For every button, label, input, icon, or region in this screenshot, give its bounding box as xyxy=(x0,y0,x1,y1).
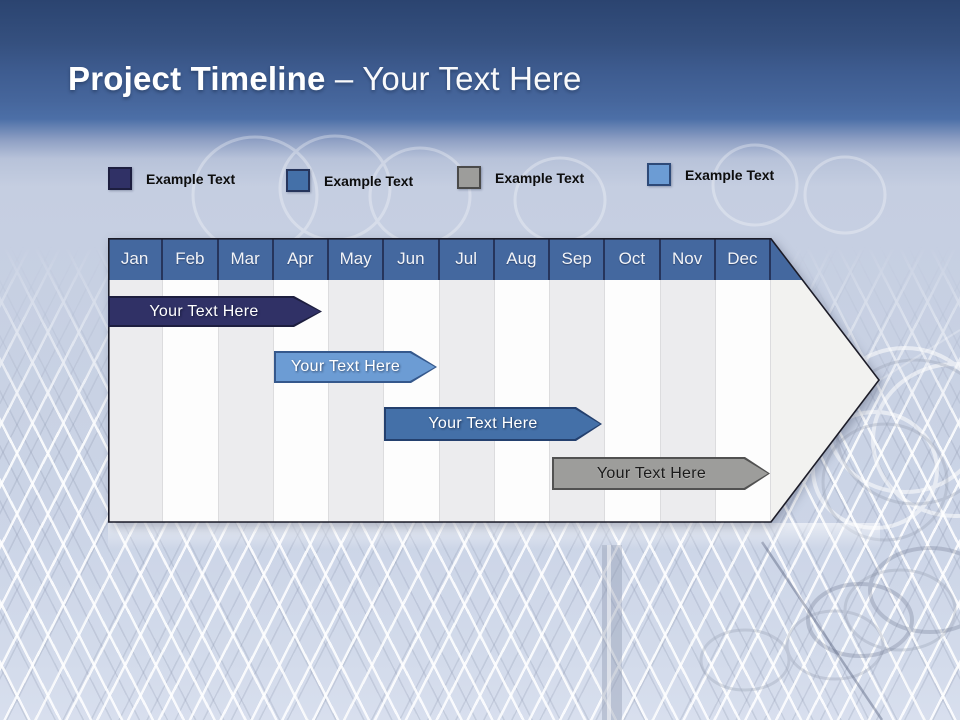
slide-title-placeholder: – Your Text Here xyxy=(334,60,582,97)
slide-title-main: Project Timeline xyxy=(68,60,326,97)
legend-label: Example Text xyxy=(685,166,775,183)
legend-item-2: Example Text xyxy=(286,169,413,192)
task-bar-label: Your Text Here xyxy=(596,464,707,482)
legend-swatch-icon xyxy=(647,163,671,186)
task-bar-fill: Your Text Here xyxy=(276,353,435,381)
legend-label: Example Text xyxy=(146,170,236,187)
legend-label: Example Text xyxy=(324,172,414,189)
month-cell-aug: Aug xyxy=(495,238,550,280)
legend-swatch-icon xyxy=(286,169,310,192)
task-bar-label: Your Text Here xyxy=(428,415,538,432)
month-cell-oct: Oct xyxy=(605,238,661,280)
task-bar-3[interactable]: Your Text Here xyxy=(384,407,602,441)
legend-item-1: Example Text xyxy=(108,167,235,190)
month-cell-nov: Nov xyxy=(661,238,716,280)
task-bar-label: Your Text Here xyxy=(290,358,401,375)
task-bar-fill: Your Text Here xyxy=(110,298,320,325)
month-cell-mar: Mar xyxy=(219,238,274,280)
table-reflection xyxy=(108,523,880,549)
arrow-outline xyxy=(108,238,881,523)
slide-title: Project Timeline – Your Text Here xyxy=(68,60,582,98)
month-cell-sep: Sep xyxy=(550,238,606,280)
legend-item-3: Example Text xyxy=(457,166,584,189)
legend-swatch-icon xyxy=(108,167,132,190)
task-bar-label: Your Text Here xyxy=(149,302,259,320)
month-column-aug xyxy=(494,280,550,522)
month-cell-jan: Jan xyxy=(108,238,164,280)
task-bar-1[interactable]: Your Text Here xyxy=(108,296,322,327)
month-cell-may: May xyxy=(329,238,385,280)
task-bar-fill: Your Text Here xyxy=(554,459,768,488)
month-column-jul xyxy=(439,280,495,522)
month-column-jun xyxy=(384,280,440,522)
legend-swatch-icon xyxy=(457,166,481,189)
task-bar-fill: Your Text Here xyxy=(386,409,600,439)
month-column-stripes xyxy=(108,280,771,522)
month-cell-jul: Jul xyxy=(440,238,495,280)
month-cell-jun: Jun xyxy=(384,238,440,280)
month-cell-dec: Dec xyxy=(716,238,771,280)
task-bar-4[interactable]: Your Text Here xyxy=(552,457,770,490)
legend-item-4: Example Text xyxy=(647,163,774,186)
month-cell-apr: Apr xyxy=(274,238,329,280)
month-column-may xyxy=(329,280,385,522)
legend-label: Example Text xyxy=(495,169,585,186)
task-bar-2[interactable]: Your Text Here xyxy=(274,351,437,383)
month-cell-feb: Feb xyxy=(163,238,219,280)
